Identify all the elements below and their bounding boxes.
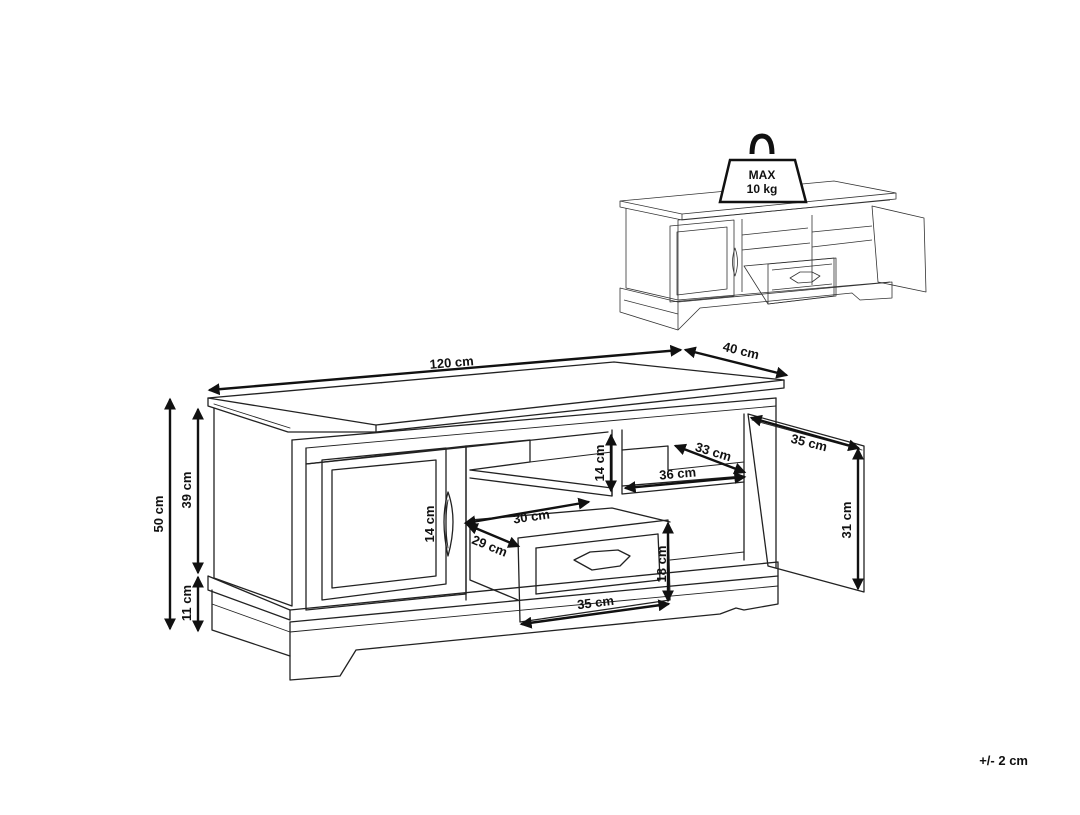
dim-depth-line bbox=[683, 346, 789, 379]
weight-badge-max: MAX bbox=[749, 168, 776, 182]
dim-drawer-inner-width-line bbox=[463, 497, 591, 528]
label-depth: 40 cm bbox=[721, 339, 760, 362]
label-door-height: 31 cm bbox=[839, 502, 854, 539]
tolerance-note: +/- 2 cm bbox=[979, 753, 1028, 768]
dim-drawer-depth-line bbox=[465, 523, 521, 548]
preview-cabinet bbox=[619, 180, 927, 331]
label-width: 120 cm bbox=[429, 353, 474, 372]
label-body-height: 39 cm bbox=[179, 472, 194, 509]
dim-door-width-line bbox=[749, 414, 861, 452]
dim-width-line bbox=[207, 344, 683, 396]
label-drawer-height: 18 cm bbox=[654, 546, 669, 583]
label-right-shelf-width: 36 cm bbox=[659, 464, 697, 482]
label-handle-height: 14 cm bbox=[422, 506, 437, 543]
dimension-lines bbox=[164, 344, 864, 633]
label-legs-height: 11 cm bbox=[179, 585, 194, 621]
label-shelf-height: 14 cm bbox=[592, 445, 607, 482]
dim-right-shelf-width-line bbox=[623, 471, 747, 494]
label-drawer-inner-width: 30 cm bbox=[512, 507, 551, 527]
label-drawer-depth: 29 cm bbox=[470, 532, 510, 560]
dim-right-shelf-depth-line bbox=[673, 443, 747, 475]
label-total-height: 50 cm bbox=[151, 496, 166, 533]
weight-badge: MAX 10 kg bbox=[718, 133, 808, 204]
preview-illustration: MAX 10 kg bbox=[619, 133, 927, 331]
dim-drawer-width-line bbox=[519, 599, 671, 629]
dimension-labels: 120 cm 40 cm 50 cm 39 cm 11 cm 14 cm 33 … bbox=[151, 339, 854, 621]
main-cabinet bbox=[207, 361, 865, 681]
label-drawer-width: 35 cm bbox=[576, 593, 614, 612]
weight-badge-value: 10 kg bbox=[747, 182, 778, 196]
